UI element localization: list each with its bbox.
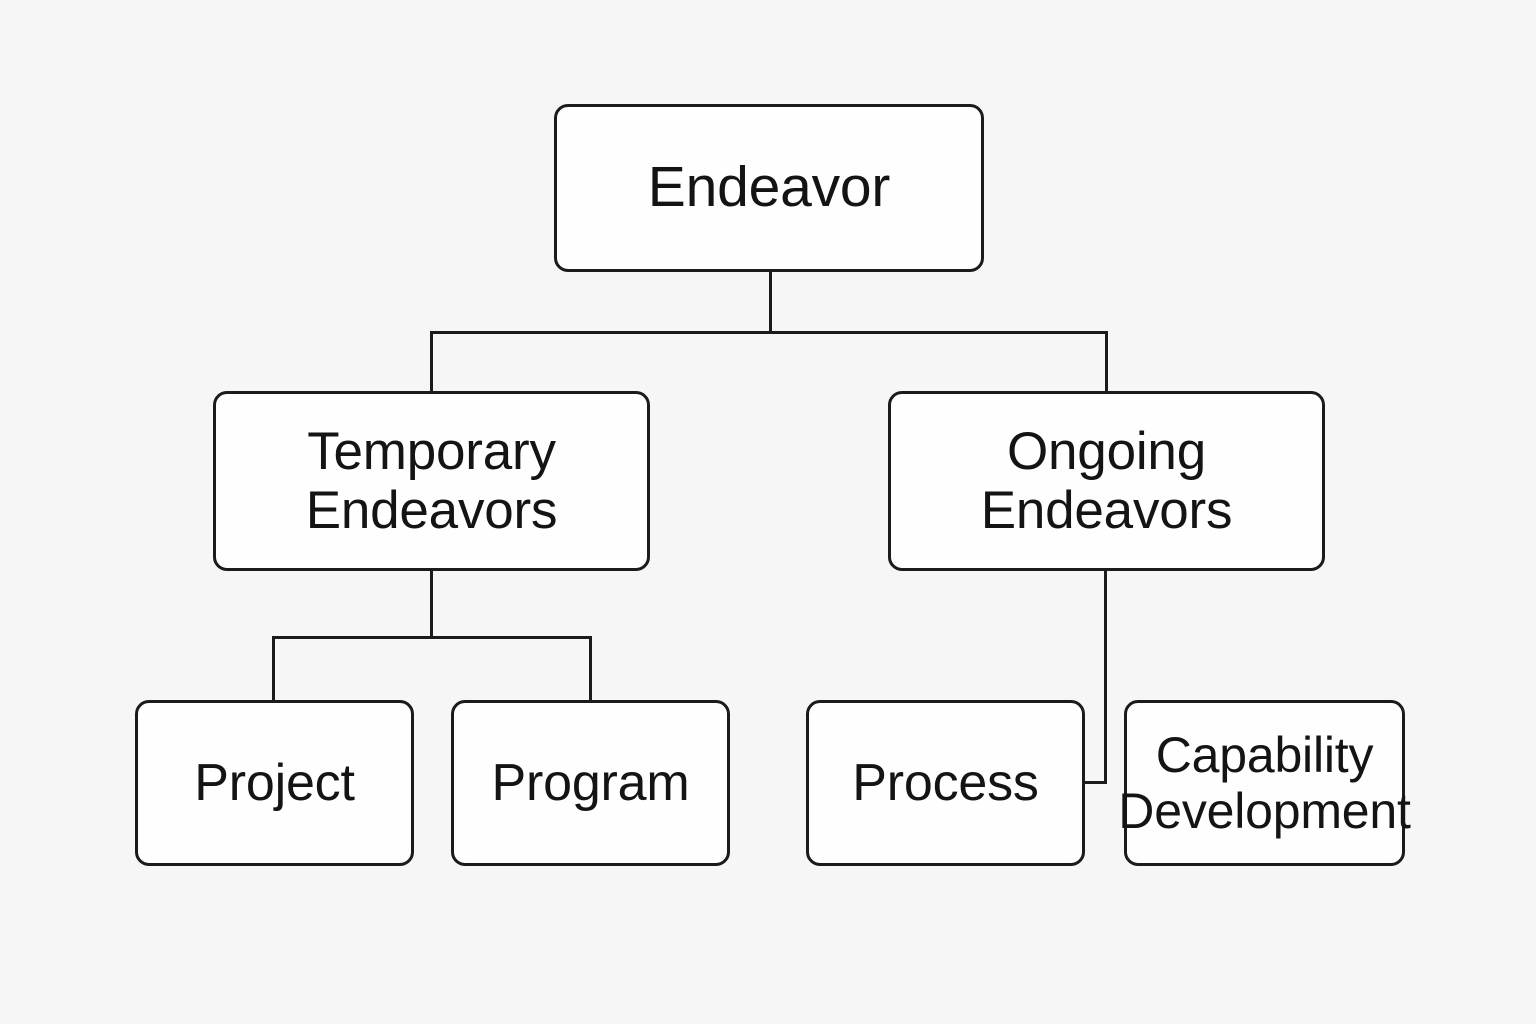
- node-process[interactable]: Process: [806, 700, 1085, 866]
- node-project[interactable]: Project: [135, 700, 414, 866]
- node-capability-development-label: Capability Development: [1118, 727, 1411, 839]
- node-ongoing-endeavors[interactable]: Ongoing Endeavors: [888, 391, 1325, 571]
- edge-root-bar: [430, 331, 1108, 334]
- node-ongoing-endeavors-label: Ongoing Endeavors: [980, 421, 1233, 540]
- edge-temporary-bar: [272, 636, 592, 639]
- node-process-label: Process: [852, 753, 1039, 812]
- node-temporary-endeavors-label: Temporary Endeavors: [305, 421, 558, 540]
- node-program[interactable]: Program: [451, 700, 730, 866]
- node-capability-development[interactable]: Capability Development: [1118, 700, 1411, 866]
- node-program-label: Program: [491, 753, 690, 812]
- edge-root-to-temporary: [430, 331, 433, 393]
- node-endeavor[interactable]: Endeavor: [554, 104, 984, 272]
- node-temporary-endeavors[interactable]: Temporary Endeavors: [213, 391, 650, 571]
- edge-temporary-stem: [430, 569, 433, 639]
- edge-ongoing-to-process: [1082, 781, 1107, 784]
- node-endeavor-label: Endeavor: [647, 155, 891, 220]
- edge-root-to-ongoing: [1105, 331, 1108, 393]
- edge-root-stem: [769, 270, 772, 334]
- edge-temporary-to-project: [272, 636, 275, 702]
- edge-temporary-to-program: [589, 636, 592, 702]
- node-project-label: Project: [194, 753, 355, 812]
- edge-ongoing-stem: [1104, 569, 1107, 784]
